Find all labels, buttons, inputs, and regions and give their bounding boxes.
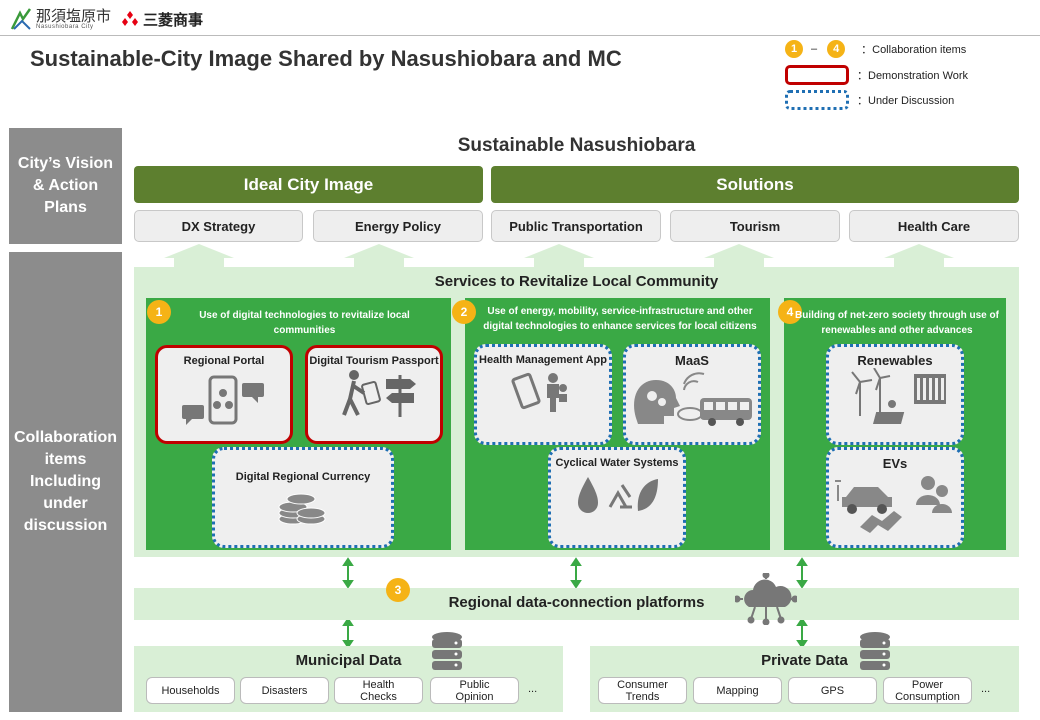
municipal-item-public-opinion: Public Opinion (430, 677, 519, 704)
smartphone-chat-icon (182, 375, 264, 425)
card-health-management-app: Health Management App (474, 344, 612, 445)
card-evs: EVs (826, 447, 964, 548)
up-arrow-4 (704, 244, 774, 270)
pill-public-transportation: Public Transportation (491, 210, 661, 242)
logo-mc-jp: 三菱商事 (143, 10, 204, 29)
head-gears-bus-icon (634, 372, 752, 426)
municipal-ellipsis: ... (528, 683, 538, 695)
double-arrows (342, 557, 808, 649)
wind-solar-dam-icon (851, 368, 946, 424)
card-renewables: Renewables (826, 344, 964, 445)
cloud-network-icon (735, 573, 797, 625)
card-regional-currency-label: Digital Regional Currency (235, 471, 371, 483)
coins-icon (278, 493, 326, 525)
nasushiobara-mark-icon (10, 8, 32, 30)
platform-num: 3 (386, 578, 410, 602)
database-icon (860, 632, 890, 670)
card-digital-tourism-passport: Digital Tourism Passport (305, 345, 443, 444)
platform-label: Regional data-connection platforms (448, 594, 705, 611)
private-item-consumer-trends: Consumer Trends (598, 677, 687, 704)
municipal-item-health-checks: Health Checks (334, 677, 423, 704)
card-evs-label: EVs (882, 456, 908, 471)
water-recycle-leaf-icon (578, 477, 658, 513)
logo-bar: 那須塩原市 Nasushiobara City 三菱商事 (10, 6, 203, 32)
legend-num-end: 4 (827, 40, 846, 58)
legend-red-box (785, 65, 849, 85)
mc-logo: 三菱商事 (121, 9, 203, 30)
up-arrow-3 (524, 244, 594, 270)
vision-heading: Sustainable Nasushiobara (457, 135, 696, 156)
up-arrows (164, 244, 954, 270)
page-title: Sustainable-City Image Shared by Nasushi… (30, 46, 622, 71)
nasushiobara-logo: 那須塩原市 Nasushiobara City (10, 7, 111, 31)
card-health-app-label: Health Management App (479, 354, 607, 366)
legend-discussion-label: ：Under Discussion (857, 95, 955, 107)
legend-collab: 1 – 4 ：Collaboration items (785, 40, 966, 58)
card-water-label: Cyclical Water Systems (555, 457, 679, 469)
side-label-collab: Collaboration items Including under disc… (9, 252, 122, 712)
side-label-vision: City’s Vision & Action Plans (9, 128, 122, 244)
legend-dash: – (811, 43, 818, 55)
panel-4-num: 4 (778, 300, 802, 324)
solutions-bar: Solutions (491, 166, 1019, 203)
ev-handshake-people-icon (835, 476, 952, 533)
card-digital-regional-currency: Digital Regional Currency (212, 447, 394, 548)
panel-2-num: 2 (452, 300, 476, 324)
private-item-power-consumption: Power Consumption (883, 677, 972, 704)
private-item-gps: GPS (788, 677, 877, 704)
municipal-item-disasters: Disasters (240, 677, 329, 704)
legend-demo-label: ：Demonstration Work (857, 70, 969, 82)
pill-dx-strategy: DX Strategy (134, 210, 303, 242)
private-ellipsis: ... (981, 683, 991, 695)
card-regional-portal: Regional Portal (155, 345, 293, 444)
legend-discussion: ：Under Discussion (785, 90, 954, 110)
card-maas-label: MaaS (675, 353, 709, 368)
up-arrow-2 (344, 244, 414, 270)
municipal-item-households: Households (146, 677, 235, 704)
ideal-city-bar: Ideal City Image (134, 166, 483, 203)
card-tourism-passport-label: Digital Tourism Passport (309, 355, 439, 367)
services-heading: Services to Revitalize Local Community (434, 273, 719, 290)
panel-4-text: Building of net-zero society through use… (795, 310, 999, 336)
legend-num-start: 1 (785, 40, 803, 58)
panel-1-text: Use of digital technologies to revitaliz… (199, 310, 410, 336)
header-divider (0, 35, 1040, 36)
three-diamonds-icon (122, 11, 139, 26)
legend-demo: ：Demonstration Work (785, 65, 968, 85)
database-icon (432, 632, 462, 670)
traveler-signpost-icon (342, 370, 416, 417)
card-cyclical-water: Cyclical Water Systems (548, 447, 686, 548)
card-regional-portal-label: Regional Portal (183, 355, 265, 367)
pill-health-care: Health Care (849, 210, 1019, 242)
pill-energy-policy: Energy Policy (313, 210, 483, 242)
card-renewables-label: Renewables (857, 353, 933, 368)
logo-city-en: Nasushiobara City (36, 23, 94, 30)
up-arrow-1 (164, 244, 234, 270)
up-arrow-5 (884, 244, 954, 270)
legend-collab-label: ：Collaboration items (861, 44, 967, 56)
platform-bar (134, 588, 1019, 620)
logo-city-jp: 那須塩原市 (36, 6, 112, 25)
private-item-mapping: Mapping (693, 677, 782, 704)
panel-1-num: 1 (147, 300, 171, 324)
card-maas: MaaS (623, 344, 761, 445)
pill-tourism: Tourism (670, 210, 840, 242)
panel-2-text: Use of energy, mobility, service-infrast… (483, 306, 757, 332)
legend-dotted-box (785, 90, 849, 110)
private-data-title: Private Data (761, 652, 848, 669)
municipal-data-title: Municipal Data (295, 652, 402, 669)
tablet-family-icon (511, 372, 567, 412)
